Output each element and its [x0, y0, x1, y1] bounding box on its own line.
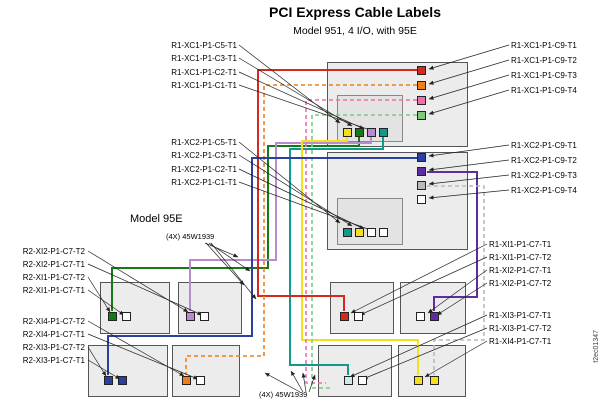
cable-label: R2-XI4-P1-C7-T1	[22, 330, 85, 339]
cable-label: R1-XC2-P1-C9-T3	[511, 171, 577, 180]
label-pointer-line	[238, 141, 341, 224]
label-pointer-line	[208, 242, 251, 272]
enclosure-r2-xi1	[100, 282, 170, 334]
cable-label: R1-XC2-P1-C9-T2	[511, 156, 577, 165]
cable-label: R1-XC1-P1-C1-T1	[171, 81, 237, 90]
cable-label: R1-XC2-P1-C3-T1	[171, 151, 237, 160]
connector-port-red	[340, 312, 349, 321]
connector-port-white	[358, 376, 367, 385]
cable-label: R1-XC2-P1-C9-T1	[511, 141, 577, 150]
connector-port-yellow	[430, 376, 439, 385]
label-pointer-line	[308, 374, 316, 393]
connector-port-white	[416, 312, 425, 321]
connector-port-white	[354, 312, 363, 321]
cable-label: R1-XI2-P1-C7-T1	[489, 266, 552, 275]
connector-port-silver	[417, 181, 426, 190]
cable-label: R2-XI1-P1-C7-T2	[22, 273, 85, 282]
enclosure-r2-xi3	[88, 345, 168, 397]
enclosure-r1-xi3	[318, 345, 392, 397]
cable-label: R1-XC1-P1-C9-T2	[511, 56, 577, 65]
connector-port-blue	[104, 376, 113, 385]
connector-port-white	[196, 376, 205, 385]
connector-port-purple	[417, 167, 426, 176]
label-pointer-line	[205, 242, 245, 286]
connector-port-purple	[430, 312, 439, 321]
part-number-note-bottom: (4X) 45W1939	[259, 390, 308, 399]
enclosure-xc2-card	[337, 198, 403, 245]
cable-label: R1-XC2-P1-C1-T1	[171, 178, 237, 187]
connector-port-violet	[367, 128, 376, 137]
cable-label: R2-XI1-P1-C7-T1	[22, 286, 85, 295]
connector-port-blue	[417, 153, 426, 162]
connector-port-red	[417, 66, 426, 75]
cable-label: R1-XC1-P1-C5-T1	[171, 41, 237, 50]
connector-port-white	[417, 195, 426, 204]
label-pointer-line	[290, 370, 304, 393]
cable-label: R1-XI2-P1-C7-T2	[489, 279, 552, 288]
connector-port-white	[122, 312, 131, 321]
cable-label: R1-XI1-P1-C7-T2	[489, 253, 552, 262]
connector-port-yellow	[414, 376, 423, 385]
connector-port-pink	[417, 96, 426, 105]
cable-label: R1-XC1-P1-C9-T4	[511, 86, 577, 95]
connector-port-white	[367, 228, 376, 237]
cable-label: R2-XI4-P1-C7-T2	[22, 317, 85, 326]
connector-port-orange	[417, 81, 426, 90]
connector-port-yellow	[355, 228, 364, 237]
connector-port-teal	[343, 228, 352, 237]
connector-port-violet	[186, 312, 195, 321]
cable-label: R1-XC1-P1-C9-T1	[511, 41, 577, 50]
enclosure-r1-xi4	[398, 345, 466, 397]
cable-label: R1-XC1-P1-C3-T1	[171, 54, 237, 63]
connector-port-blue	[118, 376, 127, 385]
part-number-note-top: (4X) 45W1939	[166, 232, 215, 241]
connector-port-green	[108, 312, 117, 321]
cable-label: R1-XI3-P1-C7-T1	[489, 311, 552, 320]
cable-label: R1-XC1-P1-C2-T1	[171, 68, 237, 77]
label-pointer-line	[238, 44, 341, 124]
cable-label: R1-XC2-P1-C2-T1	[171, 165, 237, 174]
connector-port-white	[200, 312, 209, 321]
cable-label: R2-XI3-P1-C7-T2	[22, 343, 85, 352]
figure-id: f2ec01347	[593, 330, 600, 363]
cable-label: R1-XI1-P1-C7-T1	[489, 240, 552, 249]
cable-label: R2-XI3-P1-C7-T1	[22, 356, 85, 365]
page-title: PCI Express Cable Labels	[269, 4, 441, 20]
connector-port-ltgreen	[417, 111, 426, 120]
connector-port-ltteal	[344, 376, 353, 385]
cable-label: R1-XC2-P1-C9-T4	[511, 186, 577, 195]
connector-port-orange	[182, 376, 191, 385]
enclosure-r2-xi4	[172, 345, 240, 397]
page-subtitle: Model 951, 4 I/O, with 95E	[293, 25, 417, 37]
connector-port-white	[379, 228, 388, 237]
cable-label: R1-XC1-P1-C9-T3	[511, 71, 577, 80]
enclosure-r1-xi1	[330, 282, 394, 334]
cable-label: R1-XI3-P1-C7-T2	[489, 324, 552, 333]
cable-label: R2-XI2-P1-C7-T2	[22, 247, 85, 256]
cable-label: R1-XC2-P1-C5-T1	[171, 138, 237, 147]
enclosure-r1-xi2	[400, 282, 466, 334]
cable-label: R2-XI2-P1-C7-T1	[22, 260, 85, 269]
model-95e-label: Model 95E	[130, 213, 183, 225]
label-pointer-line	[204, 242, 239, 258]
connector-port-green	[355, 128, 364, 137]
enclosure-r2-xi2	[178, 282, 242, 334]
cable-label: R1-XI4-P1-C7-T1	[489, 337, 552, 346]
connector-port-teal	[379, 128, 388, 137]
connector-port-yellow	[343, 128, 352, 137]
